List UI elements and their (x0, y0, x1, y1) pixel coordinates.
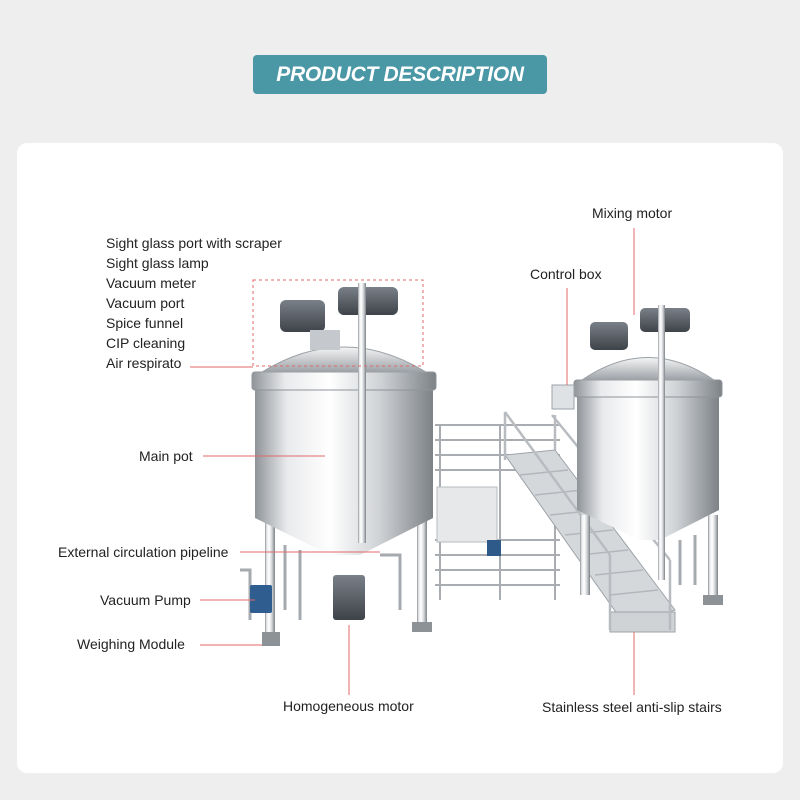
main-tank (240, 279, 437, 646)
label-weighing-module: Weighing Module (77, 636, 185, 652)
label-vacuum-pump: Vacuum Pump (100, 592, 191, 608)
pump-small (487, 540, 501, 556)
secondary-tank (551, 305, 723, 605)
label-air-respirato: Air respirato (106, 355, 182, 371)
top-components-box (252, 279, 424, 367)
right-motor-1 (590, 322, 628, 350)
top-motor-2 (338, 287, 398, 315)
top-components-list: Sight glass port with scraper Sight glas… (106, 233, 282, 373)
label-sight-glass-lamp: Sight glass lamp (106, 255, 209, 271)
homogeneous-motor-unit (333, 575, 365, 620)
label-mixing-motor: Mixing motor (592, 205, 673, 221)
label-homogeneous-motor: Homogeneous motor (283, 698, 414, 714)
section-title-banner: PRODUCT DESCRIPTION (253, 55, 547, 94)
label-spice-funnel: Spice funnel (106, 315, 184, 331)
platform-panel (436, 486, 498, 543)
section-title: PRODUCT DESCRIPTION (276, 62, 524, 86)
label-main-pot: Main pot (139, 448, 193, 464)
top-motor-1 (280, 300, 325, 332)
label-cip-cleaning: CIP cleaning (106, 335, 186, 351)
label-sight-glass-port: Sight glass port with scraper (106, 235, 282, 251)
label-control-box: Control box (530, 266, 602, 282)
vacuum-pump (250, 585, 272, 613)
label-external-circulation: External circulation pipeline (58, 544, 229, 560)
label-vacuum-meter: Vacuum meter (106, 275, 196, 291)
label-stairs: Stainless steel anti-slip stairs (542, 699, 722, 715)
label-vacuum-port: Vacuum port (106, 295, 185, 311)
leader-lines (190, 228, 635, 695)
control-box-unit (551, 384, 575, 410)
